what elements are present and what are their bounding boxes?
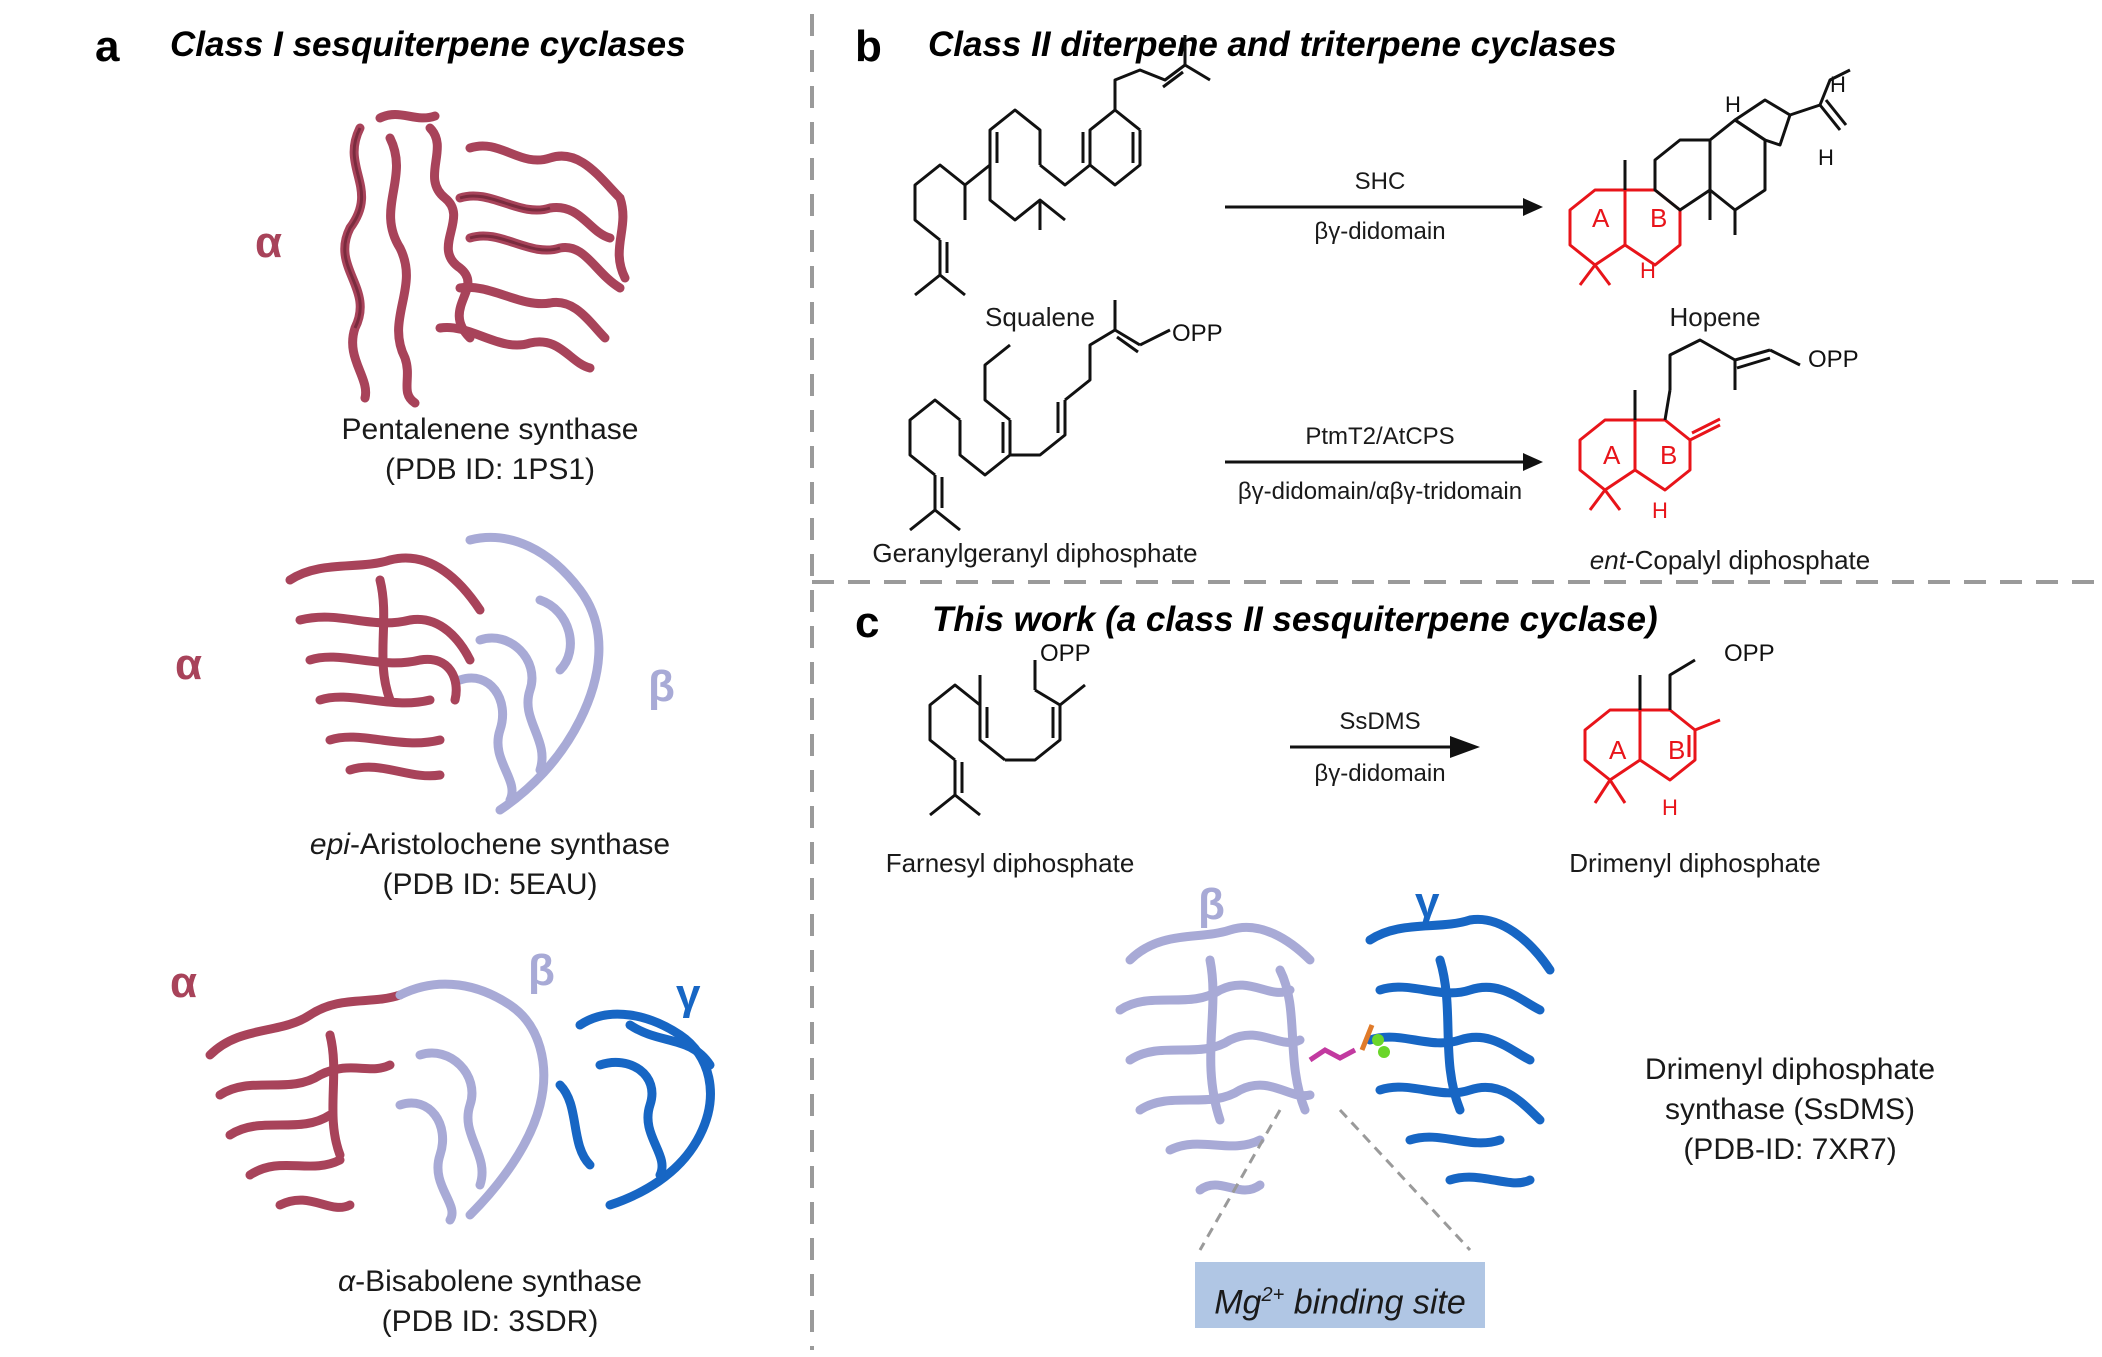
panel-c-title: This work (a class II sesquiterpene cycl…	[932, 600, 1658, 639]
squalene-label: Squalene	[985, 302, 1095, 332]
arrow-shc	[1225, 198, 1543, 216]
ggpp-structure	[908, 300, 1171, 532]
caption-alpha-bisabolene: α-Bisabolene synthase (PDB ID: 3SDR)	[255, 1262, 725, 1342]
hopene-ring-b: B	[1650, 203, 1668, 233]
gamma-label-1: γ	[676, 970, 701, 1019]
drimenyl-ring-a: A	[1609, 735, 1627, 765]
ggpp-opp: OPP	[1172, 320, 1223, 347]
protein-pentalenene-synthase	[340, 110, 630, 408]
panel-a-letter: a	[95, 22, 120, 71]
caption-epi-aristolochene: epi-Aristolochene synthase (PDB ID: 5EAU…	[255, 825, 725, 905]
ent-suffix: -Copalyl diphosphate	[1625, 545, 1871, 575]
protein-epi-aristolochene-synthase	[285, 532, 604, 815]
ssdms-caption-line2: synthase (SsDMS)	[1664, 1093, 1916, 1126]
enzyme-shc: SHC	[1354, 168, 1406, 195]
hopene-h-21: H	[1818, 145, 1834, 170]
mg-symbol: Mg	[1214, 1283, 1262, 1322]
ent-cpp-label: ent-Copalyl diphosphate	[1580, 545, 1880, 576]
ssdms-caption-line1: Drimenyl diphosphate	[1644, 1053, 1936, 1086]
domain-shc: βγ-didomain	[1314, 218, 1446, 245]
mg-site-text: binding site	[1284, 1283, 1466, 1322]
domain-ssdms: βγ-didomain	[1314, 760, 1446, 787]
enzyme-ptmt2-atcps: PtmT2/AtCPS	[1305, 423, 1455, 450]
ent-cpp-h: H	[1652, 498, 1668, 523]
alpha-label-1: α	[255, 218, 283, 267]
fpp-label: Farnesyl diphosphate	[885, 848, 1135, 878]
hopene-h-9: H	[1725, 92, 1741, 117]
drimenyl-ring-b: B	[1668, 735, 1686, 765]
ent-cpp-ring-b: B	[1660, 440, 1678, 470]
alpha-bisabolene-pdb: (PDB ID: 3SDR)	[381, 1305, 599, 1338]
alpha-suffix: -Bisabolene synthase	[355, 1265, 642, 1298]
epi-suffix: -Aristolochene synthase	[349, 828, 671, 861]
domain-ptmt2-atcps: βγ-didomain/αβγ-tridomain	[1237, 478, 1523, 505]
ssdms-caption-line3: (PDB-ID: 7XR7)	[1683, 1133, 1897, 1166]
beta-label-3: β	[1198, 880, 1225, 929]
epi-aristolochene-name: epi-Aristolochene synthase	[255, 825, 725, 865]
protein-alpha-bisabolene-synthase	[205, 979, 715, 1225]
panel-b-title: Class II diterpene and triterpene cyclas…	[928, 25, 1617, 64]
hopene-label: Hopene	[1669, 302, 1761, 332]
protein-ssdms	[1115, 914, 1555, 1195]
alpha-label-3: α	[170, 958, 198, 1007]
alpha-bisabolene-name: α-Bisabolene synthase	[255, 1262, 725, 1302]
ent-cpp-structure	[1578, 338, 1801, 511]
hopene-h-5: H	[1640, 258, 1656, 283]
epi-prefix: epi	[309, 828, 350, 861]
drimenyl-h: H	[1662, 795, 1678, 820]
panel-c-letter: c	[855, 598, 880, 647]
fpp-structure	[928, 660, 1086, 817]
pentalenene-pdb: (PDB ID: 1PS1)	[384, 453, 596, 486]
ent-cpp-ring-a: A	[1603, 440, 1621, 470]
ggpp-label: Geranylgeranyl diphosphate	[872, 538, 1198, 568]
pentalenene-name: Pentalenene synthase	[341, 413, 639, 446]
squalene-structure	[913, 35, 1211, 297]
panel-b-letter: b	[855, 22, 882, 71]
epi-aristolochene-pdb: (PDB ID: 5EAU)	[382, 868, 598, 901]
ent-cpp-opp: OPP	[1808, 346, 1859, 373]
caption-pentalenene: Pentalenene synthase (PDB ID: 1PS1)	[270, 410, 710, 490]
drimenyl-label: Drimenyl diphosphate	[1569, 848, 1821, 878]
ent-prefix: ent	[1589, 545, 1626, 575]
beta-label-1: β	[648, 662, 675, 711]
drimenyl-structure	[1583, 658, 1721, 804]
panel-a-title: Class I sesquiterpene cyclases	[170, 25, 686, 64]
drimenyl-opp: OPP	[1724, 640, 1775, 667]
hopene-structure	[1568, 68, 1851, 286]
arrow-ptmt2	[1225, 453, 1543, 471]
arrow-ssdms	[1290, 736, 1480, 758]
enzyme-ssdms: SsDMS	[1339, 708, 1421, 735]
hopene-ring-a: A	[1592, 203, 1610, 233]
alpha-label-2: α	[175, 640, 203, 689]
mg-charge: 2+	[1261, 1284, 1285, 1306]
mg-binding-site-label: Mg2+ binding site	[1195, 1262, 1485, 1328]
hopene-h-17: H	[1830, 72, 1846, 97]
mg-callout-lines	[1198, 1108, 1472, 1252]
caption-ssdms: Drimenyl diphosphate synthase (SsDMS) (P…	[1590, 1050, 1990, 1170]
beta-label-2: β	[528, 946, 555, 995]
gamma-label-2: γ	[1415, 878, 1440, 927]
fpp-opp: OPP	[1040, 640, 1091, 667]
alpha-prefix: α	[338, 1265, 356, 1298]
